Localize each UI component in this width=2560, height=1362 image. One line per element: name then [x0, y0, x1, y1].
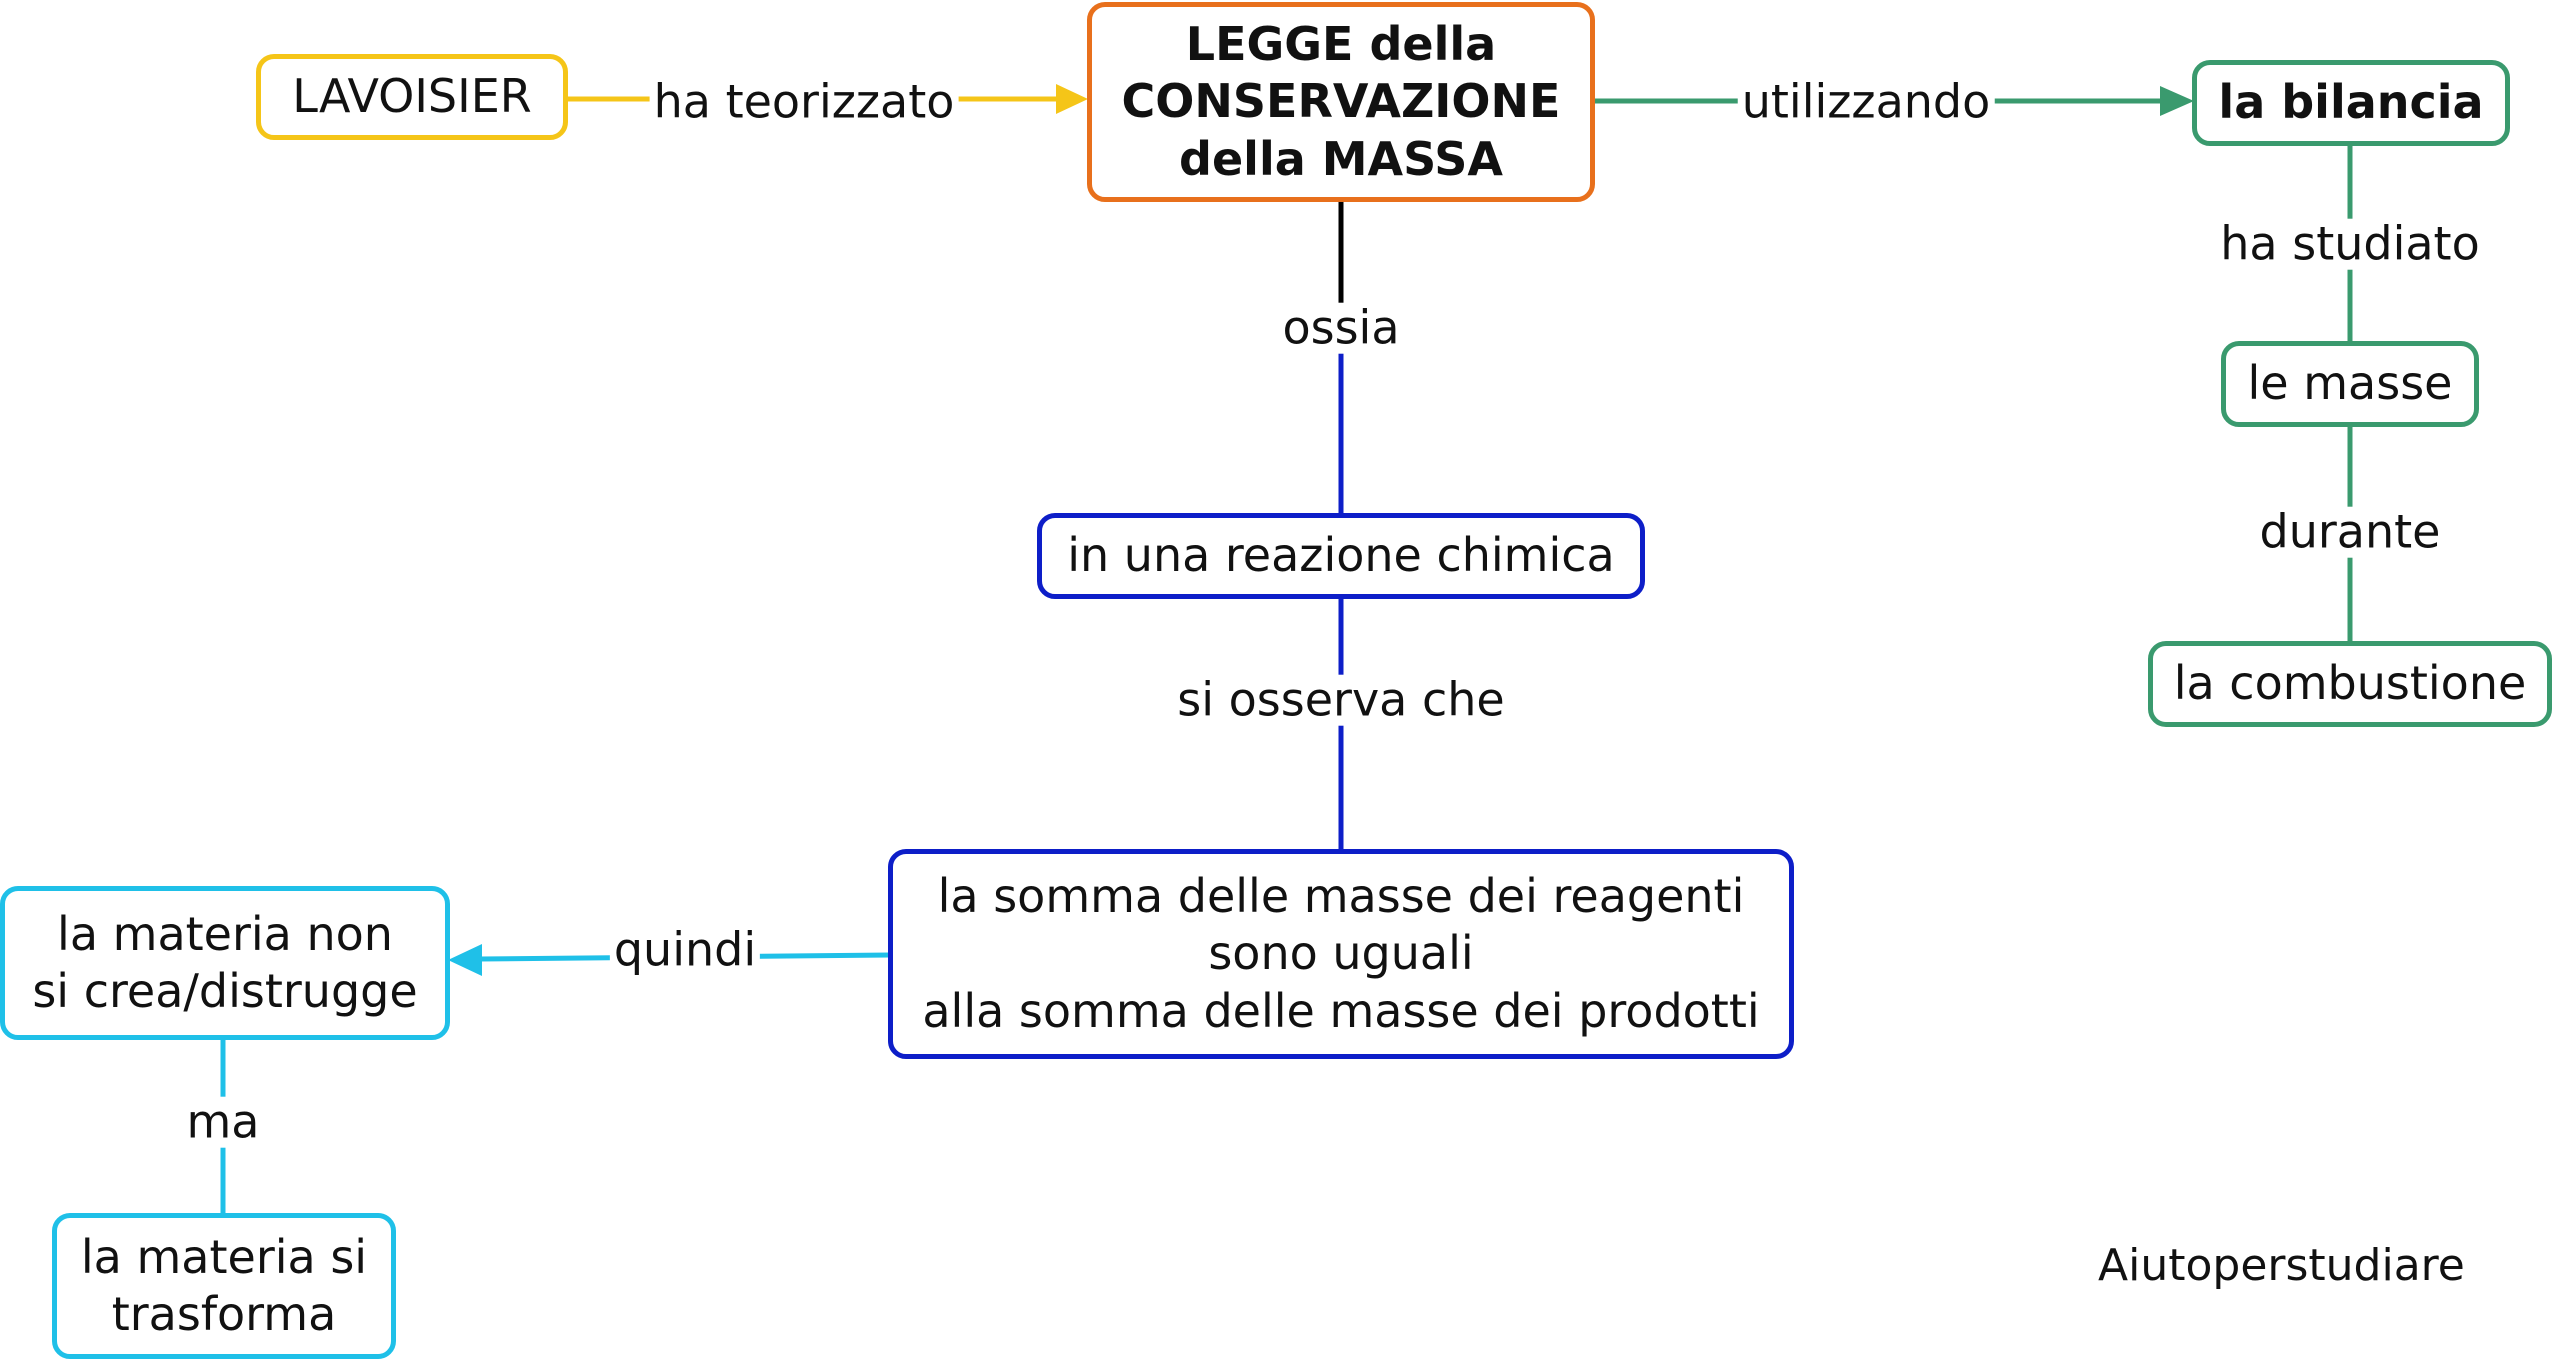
node-la-bilancia: la bilancia: [2192, 60, 2510, 146]
link-label-ma: ma: [182, 1097, 264, 1148]
node-somma-masse: la somma delle masse dei reagenti sono u…: [888, 849, 1794, 1059]
node-lavoisier: LAVOISIER: [256, 54, 568, 140]
arrowhead-legge: [1056, 84, 1088, 114]
arrowhead-materia: [448, 944, 482, 976]
arrowhead-bilancia: [2160, 86, 2194, 116]
watermark-text: Aiutoperstudiare: [2098, 1240, 2465, 1291]
link-label-durante: durante: [2255, 507, 2445, 558]
node-materia-si-trasforma: la materia si trasforma: [52, 1213, 396, 1359]
link-label-ha-teorizzato: ha teorizzato: [649, 77, 959, 128]
node-reazione-chimica: in una reazione chimica: [1037, 513, 1645, 599]
node-materia-non-si-crea: la materia non si crea/distrugge: [0, 886, 450, 1040]
link-label-ossia: ossia: [1278, 303, 1404, 354]
link-label-quindi: quindi: [609, 925, 761, 976]
link-label-ha-studiato: ha studiato: [2216, 219, 2484, 270]
link-label-utilizzando: utilizzando: [1737, 77, 1995, 128]
node-legge-conservazione-massa: LEGGE della CONSERVAZIONE della MASSA: [1087, 2, 1595, 202]
node-le-masse: le masse: [2221, 341, 2479, 427]
node-la-combustione: la combustione: [2148, 641, 2552, 727]
link-label-si-osserva-che: si osserva che: [1173, 675, 1509, 726]
